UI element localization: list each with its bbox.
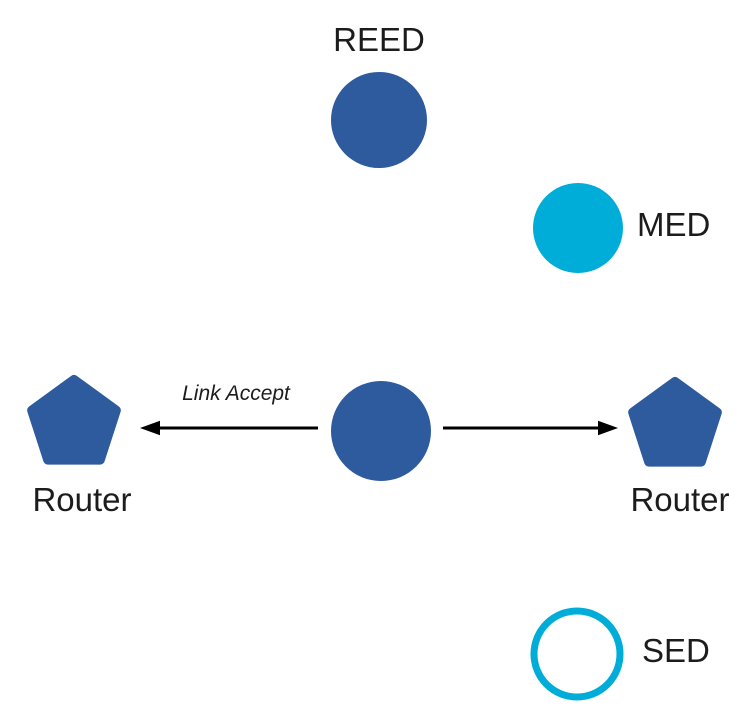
sed-node-circle <box>530 607 624 701</box>
med-node-label: MED <box>637 206 711 243</box>
sed-node-label: SED <box>642 632 710 669</box>
reed-node-circle <box>331 72 427 168</box>
reed-node-label: REED <box>333 21 425 58</box>
center-node-circle <box>331 381 431 481</box>
router-left-pentagon-icon <box>27 375 121 465</box>
left-arrow-icon <box>140 420 318 436</box>
med-node-circle <box>533 183 623 273</box>
router-left-node-label: Router <box>32 481 132 518</box>
right-arrow-icon <box>443 420 618 436</box>
link-accept-edge-label: Link Accept <box>182 382 290 405</box>
router-right-node-label: Router <box>630 481 730 518</box>
router-right-pentagon-icon <box>628 377 722 467</box>
